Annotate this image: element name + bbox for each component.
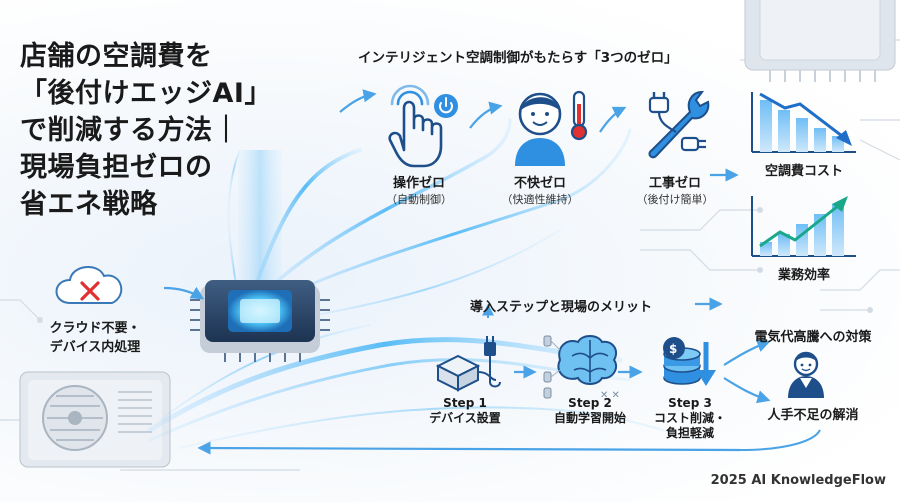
- title-line: 店舗の空調費を: [20, 41, 213, 72]
- step-title: Step 2: [568, 396, 612, 410]
- title-line: 「後付けエッジAI」: [20, 78, 272, 109]
- step-desc: デバイス設置: [429, 411, 501, 425]
- zero-item-sub: （後付け簡単）: [636, 193, 714, 206]
- step-1: Step 1 デバイス設置: [420, 396, 510, 426]
- air-conditioner-graphic: [19, 371, 171, 468]
- title-line: 現場負担ゼロの: [20, 152, 213, 183]
- brain-network-icon: ✕ ✕: [543, 335, 620, 401]
- corner-chip-graphic: [744, 0, 896, 82]
- step-desc: 負担軽減: [665, 426, 714, 440]
- light-beam: [238, 150, 282, 305]
- title-line: で削減する方法｜: [20, 115, 240, 146]
- edge-ai-chip-graphic: [190, 280, 330, 362]
- coins-down-icon: $: [663, 337, 716, 386]
- cloud-label: クラウド不要・ デバイス内処理: [30, 317, 160, 355]
- step-2: Step 2 自動学習開始: [540, 396, 640, 426]
- zero-item-sub: （快適性維持）: [501, 193, 579, 206]
- zero-item-operation: 操作ゼロ （自動制御）: [374, 172, 464, 207]
- efficiency-up-chart-icon: [751, 196, 856, 257]
- credit: 2025 AI KnowledgeFlow: [710, 473, 886, 488]
- step-title: Step 3: [668, 396, 712, 410]
- step-3: Step 3 コスト削減・ 負担軽減: [640, 396, 740, 441]
- benefit-energy-cost: 電気代高騰への対策: [754, 330, 872, 345]
- light-flow-streams: [147, 118, 701, 449]
- flow-arrows: [163, 89, 771, 455]
- zeros-heading: インテリジェント空調制御がもたらす「3つのゼロ」: [358, 50, 678, 66]
- zero-item-label: 操作ゼロ: [392, 176, 445, 191]
- step-desc: コスト削減・: [653, 411, 726, 425]
- zero-item-construction: 工事ゼロ （後付け簡単）: [630, 172, 720, 207]
- kpi-efficiency-label: 業務効率: [777, 268, 830, 283]
- edge-device-icon: [435, 336, 501, 392]
- cost-down-chart-icon: [751, 92, 856, 153]
- zero-item-comfort: 不快ゼロ （快適性維持）: [495, 172, 585, 207]
- zero-item-label: 工事ゼロ: [648, 176, 701, 191]
- zero-item-sub: （自動制御）: [386, 193, 452, 206]
- step-title: Step 1: [443, 396, 487, 410]
- svg-text:$: $: [669, 342, 677, 356]
- steps-heading: 導入ステップと現場のメリット: [470, 300, 653, 315]
- main-title: 店舗の空調費を 「後付けエッジAI」 で削減する方法｜ 現場負担ゼロの 省エネ戦…: [20, 38, 320, 223]
- benefit-labor-shortage: 人手不足の解消: [767, 408, 859, 423]
- zero-item-label: 不快ゼロ: [513, 176, 566, 191]
- staff-person-icon: [788, 351, 824, 398]
- wrench-plug-icon: [648, 90, 710, 159]
- person-thermometer-icon: [515, 90, 588, 166]
- touch-hand-power-icon: [388, 84, 458, 168]
- cloud-label-line: デバイス内処理: [49, 340, 141, 355]
- cloud-cross-icon: [55, 266, 123, 304]
- cloud-label-line: クラウド不要・: [49, 321, 141, 336]
- step-desc: 自動学習開始: [553, 411, 626, 425]
- svg-text:✕ ✕: ✕ ✕: [600, 390, 620, 401]
- title-line: 省エネ戦略: [20, 189, 158, 220]
- kpi-cost-label: 空調費コスト: [764, 164, 843, 179]
